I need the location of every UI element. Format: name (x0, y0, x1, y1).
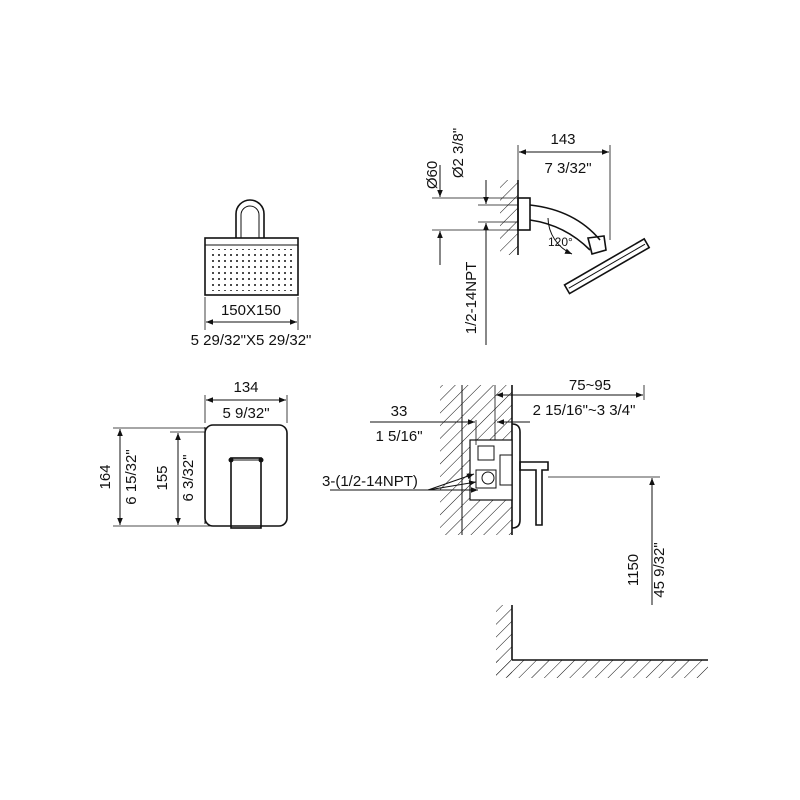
valve-side-view: 75~95 2 15/16"~3 3/4" 33 1 5/16" 3-(1/2-… (322, 377, 712, 678)
plate-height-inner-in: 6 3/32" (180, 454, 197, 501)
valve-depth-in: 2 15/16"~3 3/4" (533, 402, 636, 419)
head-size-in: 5 29/32"X5 29/32" (191, 332, 312, 349)
arm-dia-in: Ø2 3/8" (450, 128, 467, 178)
arm-angle: 120° (548, 235, 573, 249)
valve-height-in: 45 9/32" (651, 542, 668, 597)
plate-height-inner-mm: 155 (154, 465, 171, 490)
valve-offset-in: 1 5/16" (375, 428, 422, 445)
arm-length-mm: 143 (550, 131, 575, 148)
valve-depth-mm: 75~95 (569, 377, 611, 394)
shower-arm-side-view: 120° Ø60 Ø2 3/8" 1/2-14NPT 143 7 3/32" (424, 128, 651, 345)
head-size-mm: 150X150 (221, 302, 281, 319)
arm-thread: 1/2-14NPT (463, 262, 480, 335)
arm-dia-mm: Ø60 (424, 161, 441, 189)
trim-plate-front-view: 134 5 9/32" 164 6 15/32" 155 6 3/32" (97, 379, 288, 529)
plate-height-outer-in: 6 15/32" (123, 449, 140, 504)
plate-height-outer-mm: 164 (97, 464, 114, 489)
arm-length-in: 7 3/32" (544, 160, 591, 177)
valve-offset-mm: 33 (391, 403, 408, 420)
plate-width-mm: 134 (233, 379, 258, 396)
valve-height-mm: 1150 (625, 554, 642, 586)
shower-head-front-view: 150X150 5 29/32"X5 29/32" (191, 199, 312, 349)
valve-ports: 3-(1/2-14NPT) (322, 473, 418, 490)
plate-width-in: 5 9/32" (222, 405, 269, 422)
